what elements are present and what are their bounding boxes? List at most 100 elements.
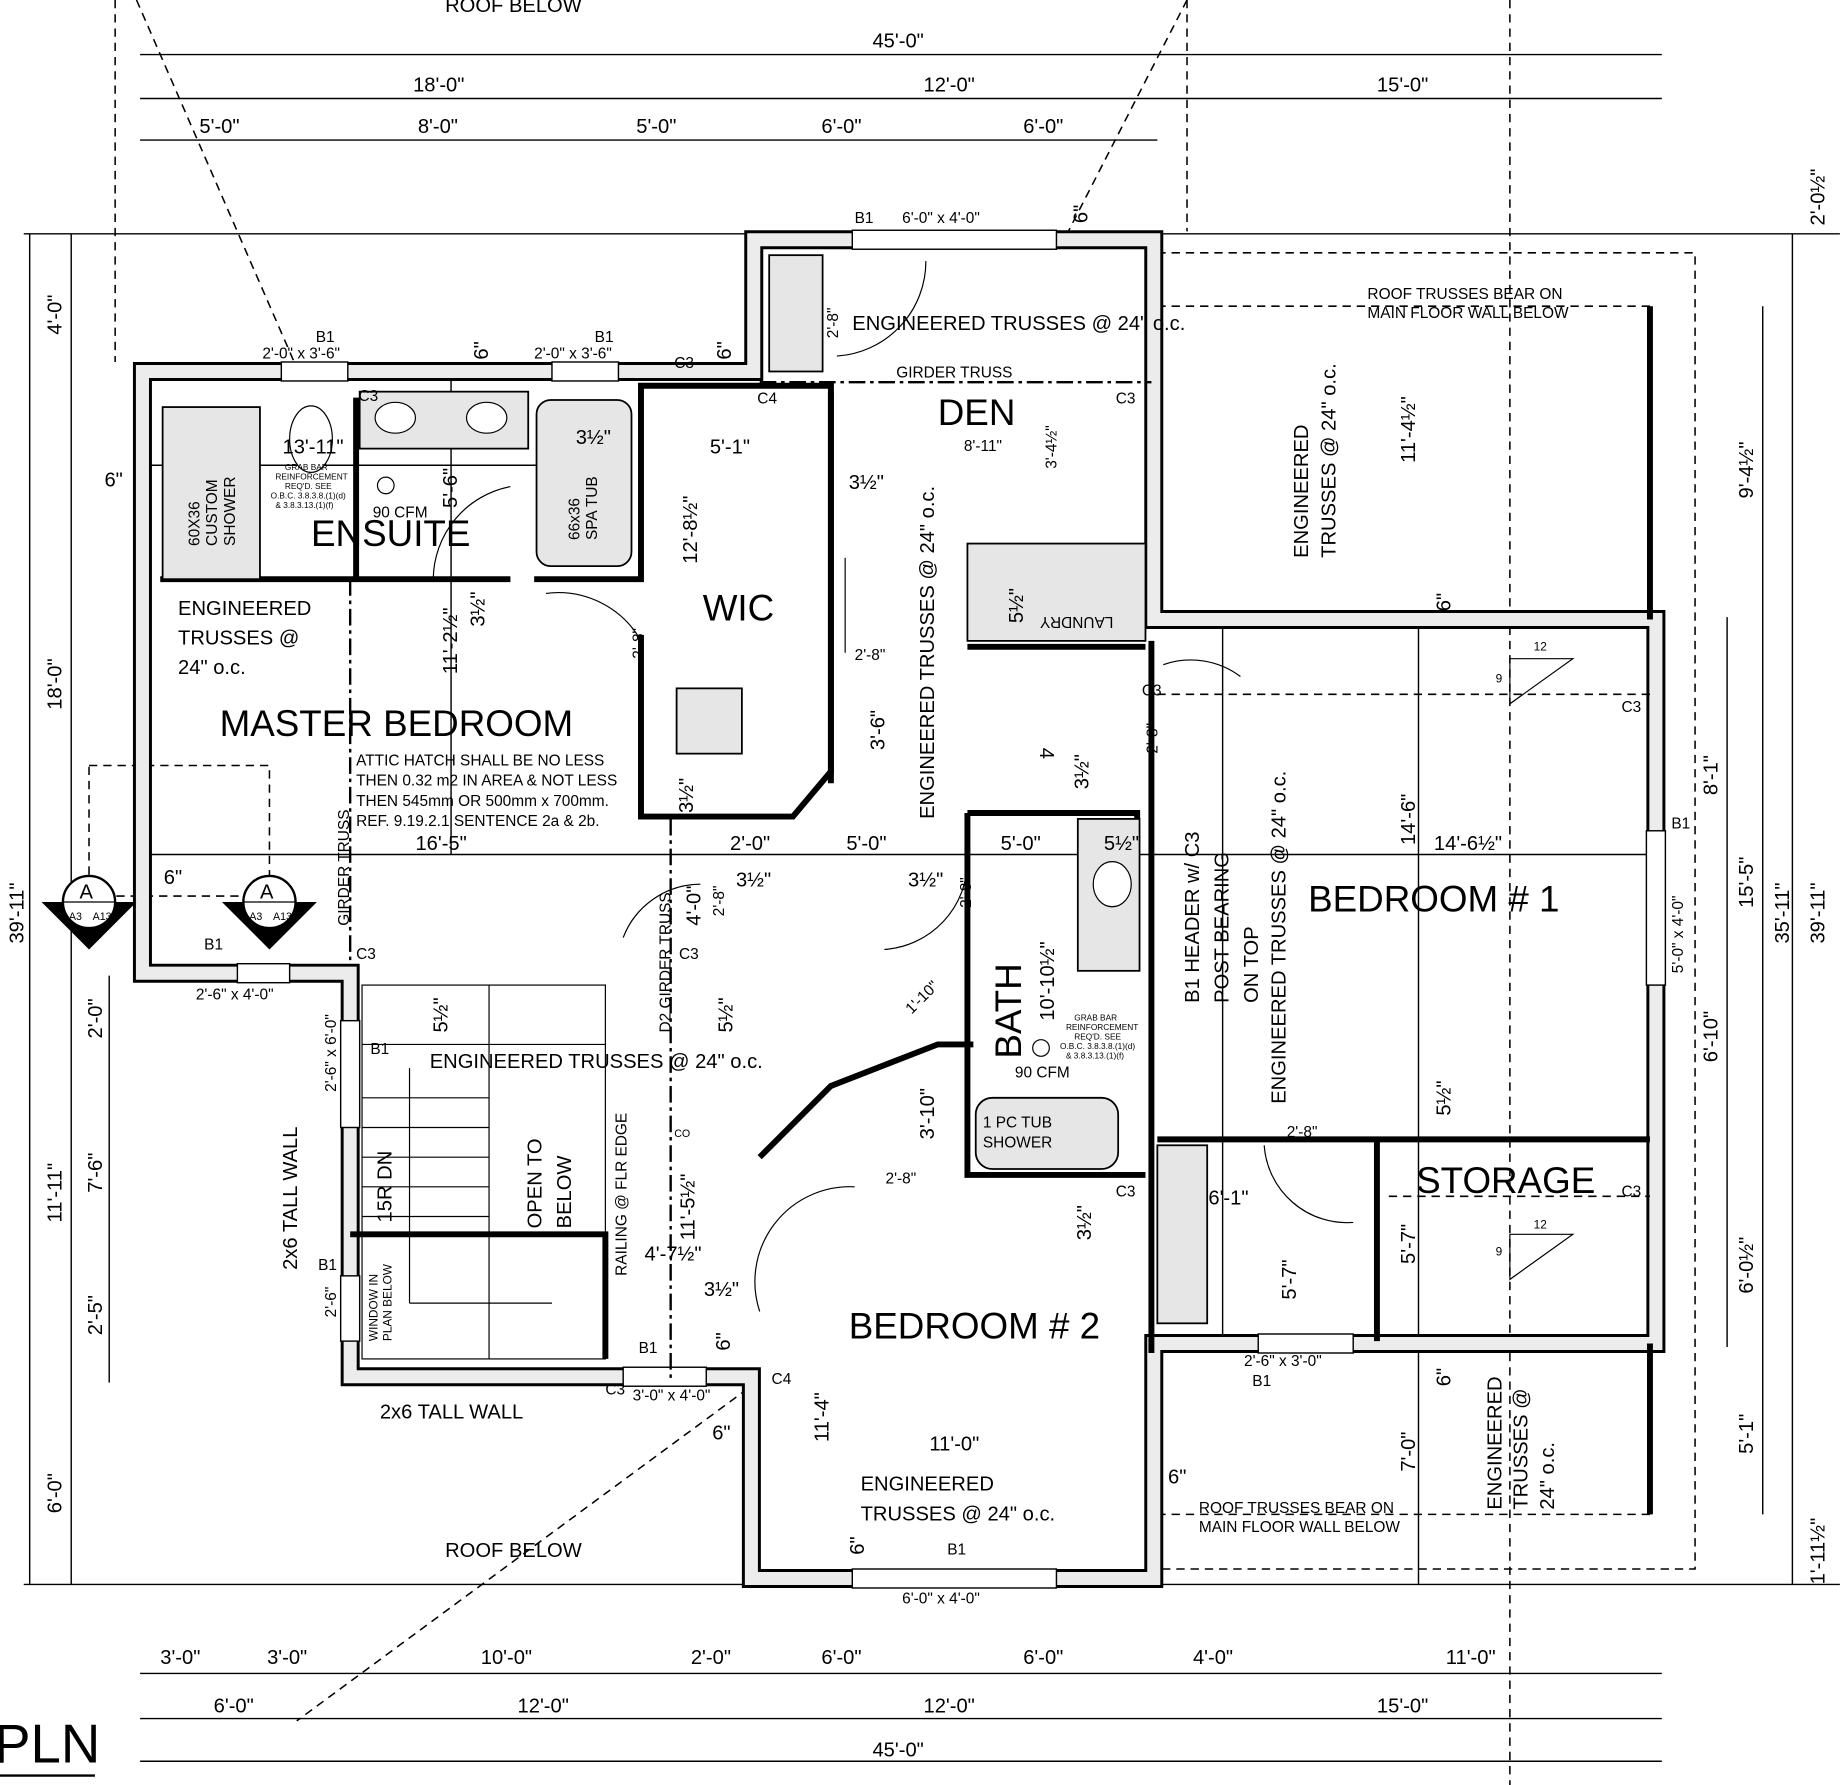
plan-label: C3 — [358, 388, 378, 405]
plan-label: C3 — [605, 1382, 625, 1399]
room-den: DEN — [938, 392, 1016, 433]
plan-label: B1 — [204, 936, 223, 953]
plan-label: ON TOP — [1241, 926, 1263, 1003]
plan-label: C4 — [772, 1371, 792, 1388]
girder-truss-note: GIRDER TRUSS — [896, 364, 1012, 381]
plan-label: 5½" — [1434, 1080, 1456, 1115]
plan-label: 6" — [847, 1536, 869, 1554]
plan-label: 11'-0" — [929, 1433, 979, 1455]
storage-shelf — [1156, 1144, 1209, 1325]
plan-label: B1 HEADER w/ C3 — [1182, 831, 1204, 1002]
plan-label: 1 PC TUB — [983, 1114, 1052, 1131]
plan-label: WINDOW IN — [366, 1274, 380, 1341]
plan-label: GRAB BAR — [1074, 1013, 1117, 1023]
plan-label: 5'-7" — [1398, 1224, 1420, 1264]
plan-label: B1 — [1252, 1373, 1271, 1390]
trusses-note-den: ENGINEERED TRUSSES @ 24" o.c. — [852, 313, 1185, 335]
interior-dimensions: 13'-11" 5'-6" 3½" 12'-8½" 5'-1" 3½" 8'-1… — [283, 205, 1503, 1555]
plan-label: 3'-6" — [867, 710, 889, 750]
plan-label: 3'-0" x 4'-0" — [633, 1387, 711, 1404]
room-wic: WIC — [703, 588, 775, 629]
tub-shower — [974, 1096, 1120, 1170]
plan-label: 6'-0" x 4'-0" — [902, 210, 980, 227]
plan-label: REINFORCEMENT — [275, 471, 347, 481]
plan-label: 45'-0" — [872, 30, 923, 52]
plan-label: A3 — [249, 911, 262, 923]
plan-label: 12 — [1534, 639, 1547, 653]
plan-label: 5'-1" — [1736, 1414, 1758, 1454]
plan-label: 6" — [1434, 1368, 1456, 1386]
plan-label: ENGINEERED — [1291, 425, 1313, 558]
plan-label: MAIN FLOOR WALL BELOW — [1367, 305, 1569, 322]
section-marker[interactable]: A A3 A13 — [221, 874, 317, 950]
plan-label: 11'-5½" — [677, 1174, 699, 1241]
plan-label: 90 CFM — [1015, 1065, 1070, 1082]
sink-icon — [465, 401, 508, 434]
sink-icon — [1092, 861, 1132, 908]
plan-label: 3½" — [676, 778, 698, 813]
plan-label: C3 — [356, 946, 376, 963]
plan-label: 8'-1" — [1701, 755, 1723, 795]
plan-label: PLAN BELOW — [381, 1263, 395, 1341]
room-bedroom-1: BEDROOM # 1 — [1308, 878, 1559, 919]
plan-label: 10'-0" — [481, 1647, 532, 1669]
plan-label: A3 — [69, 911, 82, 923]
plan-label: 6" — [1070, 205, 1092, 223]
door-swings — [348, 261, 1650, 1383]
plan-label: 7'-0" — [1398, 1432, 1420, 1472]
plan-label: C3 — [1116, 1183, 1136, 1200]
plan-label: THEN 545mm OR 500mm x 700mm. — [356, 793, 609, 810]
plan-label: ATTIC HATCH SHALL BE NO LESS — [356, 753, 604, 770]
room-ensuite: ENSUITE — [311, 513, 470, 554]
plan-label: 3'-4½" — [1043, 425, 1060, 469]
plan-label: A — [80, 881, 94, 903]
plan-label: 9 — [1496, 671, 1503, 685]
plan-label: 3'-0" — [267, 1647, 307, 1669]
plan-label: A13 — [93, 911, 112, 923]
plan-label: 11'-4½" — [1398, 396, 1420, 463]
plan-label: ENGINEERED TRUSSES @ 24" o.c. — [430, 1051, 763, 1073]
plan-label: C3 — [1621, 1183, 1641, 1200]
plan-label: 6'-0½" — [1736, 1237, 1758, 1294]
plan-label: 24" o.c. — [1537, 1442, 1559, 1510]
plan-label: 60X36 — [186, 501, 203, 546]
plan-label: THEN 0.32 m2 IN AREA & NOT LESS — [356, 773, 617, 790]
plan-label: 14'-6" — [1398, 794, 1420, 845]
plan-label: TRUSSES @ 24" o.c. — [861, 1503, 1056, 1525]
plan-label: 3½" — [849, 472, 884, 494]
plan-label: 2'-0½" — [1807, 169, 1829, 226]
plan-label: 6" — [714, 341, 736, 359]
plan-label: 3½" — [1074, 1205, 1096, 1240]
plan-label: SHOWER — [222, 477, 239, 546]
plan-label: 45'-0" — [872, 1740, 923, 1762]
plan-label: 2'-0" — [85, 998, 107, 1038]
plan-label: 14'-6½" — [1434, 833, 1502, 855]
plan-label: GRAB BAR — [285, 462, 328, 472]
plan-notes: ENGINEERED TRUSSES @ 24" o.c. GIRDER TRU… — [178, 286, 1569, 1562]
plan-label: REQ'D. SEE — [285, 481, 332, 491]
plan-label: 2'-8" — [958, 877, 975, 908]
plan-label: BELOW — [554, 1156, 576, 1229]
sink-icon — [374, 401, 417, 434]
plan-label: 6" — [1168, 1467, 1186, 1489]
section-marker[interactable]: A A3 A13 — [41, 874, 137, 950]
room-bath: BATH — [988, 963, 1029, 1058]
plan-label: 39'-11" — [7, 882, 29, 943]
fixtures — [161, 254, 1209, 1325]
plan-title: PLN — [0, 1713, 100, 1774]
plan-label: 15R DN — [375, 1151, 397, 1223]
plan-label: 6'-1" — [1208, 1188, 1248, 1210]
roof-below-note: ROOF BELOW — [445, 0, 582, 17]
plan-label: 5'-0" — [636, 116, 676, 138]
plan-label: 3½" — [704, 1279, 739, 1301]
plan-label: SHOWER — [983, 1135, 1052, 1152]
window-openings — [236, 229, 1667, 1589]
plan-label: 3½" — [576, 427, 611, 449]
plan-label: 11'-2½" — [440, 607, 462, 674]
plan-label: 6'-0" — [821, 1647, 861, 1669]
plan-label: 5'-0" — [1001, 833, 1041, 855]
left-dimensions: 4'-0" 18'-0" 39'-11" 2'-0" 7'-6" 11'-11"… — [7, 295, 182, 1514]
attic-hatch — [675, 687, 743, 755]
plan-label: 15'-0" — [1377, 74, 1428, 96]
plan-label: C3 — [674, 355, 694, 372]
